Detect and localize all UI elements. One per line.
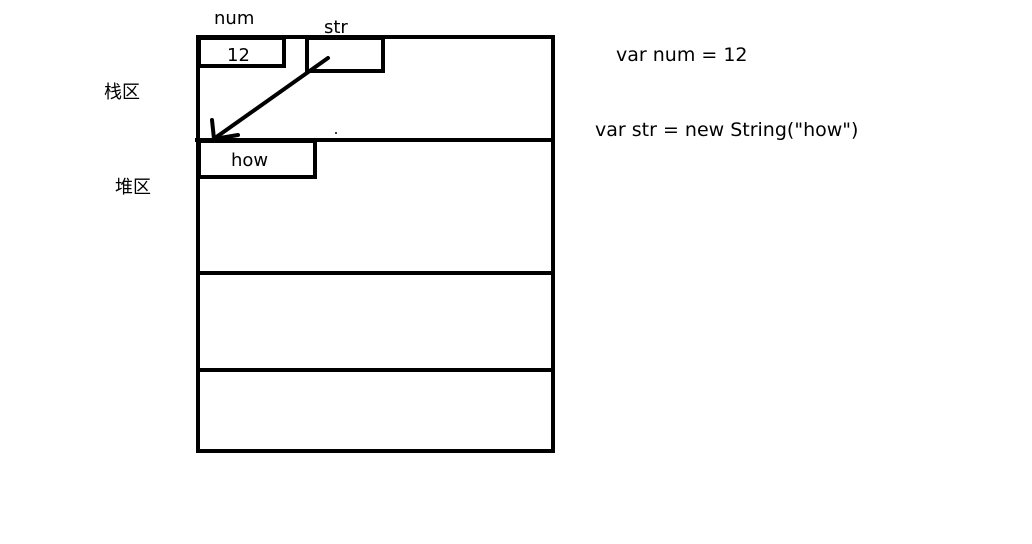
heap-object-value: how	[231, 150, 269, 171]
num-variable-value: 12	[227, 45, 250, 66]
code-line-num: var num = 12	[616, 44, 748, 66]
heap-area-label: 堆区	[115, 177, 151, 198]
heap-object-box	[197, 139, 317, 179]
num-variable-name: num	[214, 8, 255, 29]
reference-arrow	[213, 56, 330, 140]
stray-dot	[335, 132, 337, 134]
num-variable-box	[197, 36, 286, 68]
memory-outer-box	[196, 35, 555, 453]
reference-arrowhead	[210, 118, 240, 141]
stack-area-label: 栈区	[104, 82, 140, 103]
code-line-str: var str = new String("how")	[595, 119, 859, 141]
str-variable-box	[305, 36, 385, 73]
str-variable-name: str	[324, 17, 348, 38]
